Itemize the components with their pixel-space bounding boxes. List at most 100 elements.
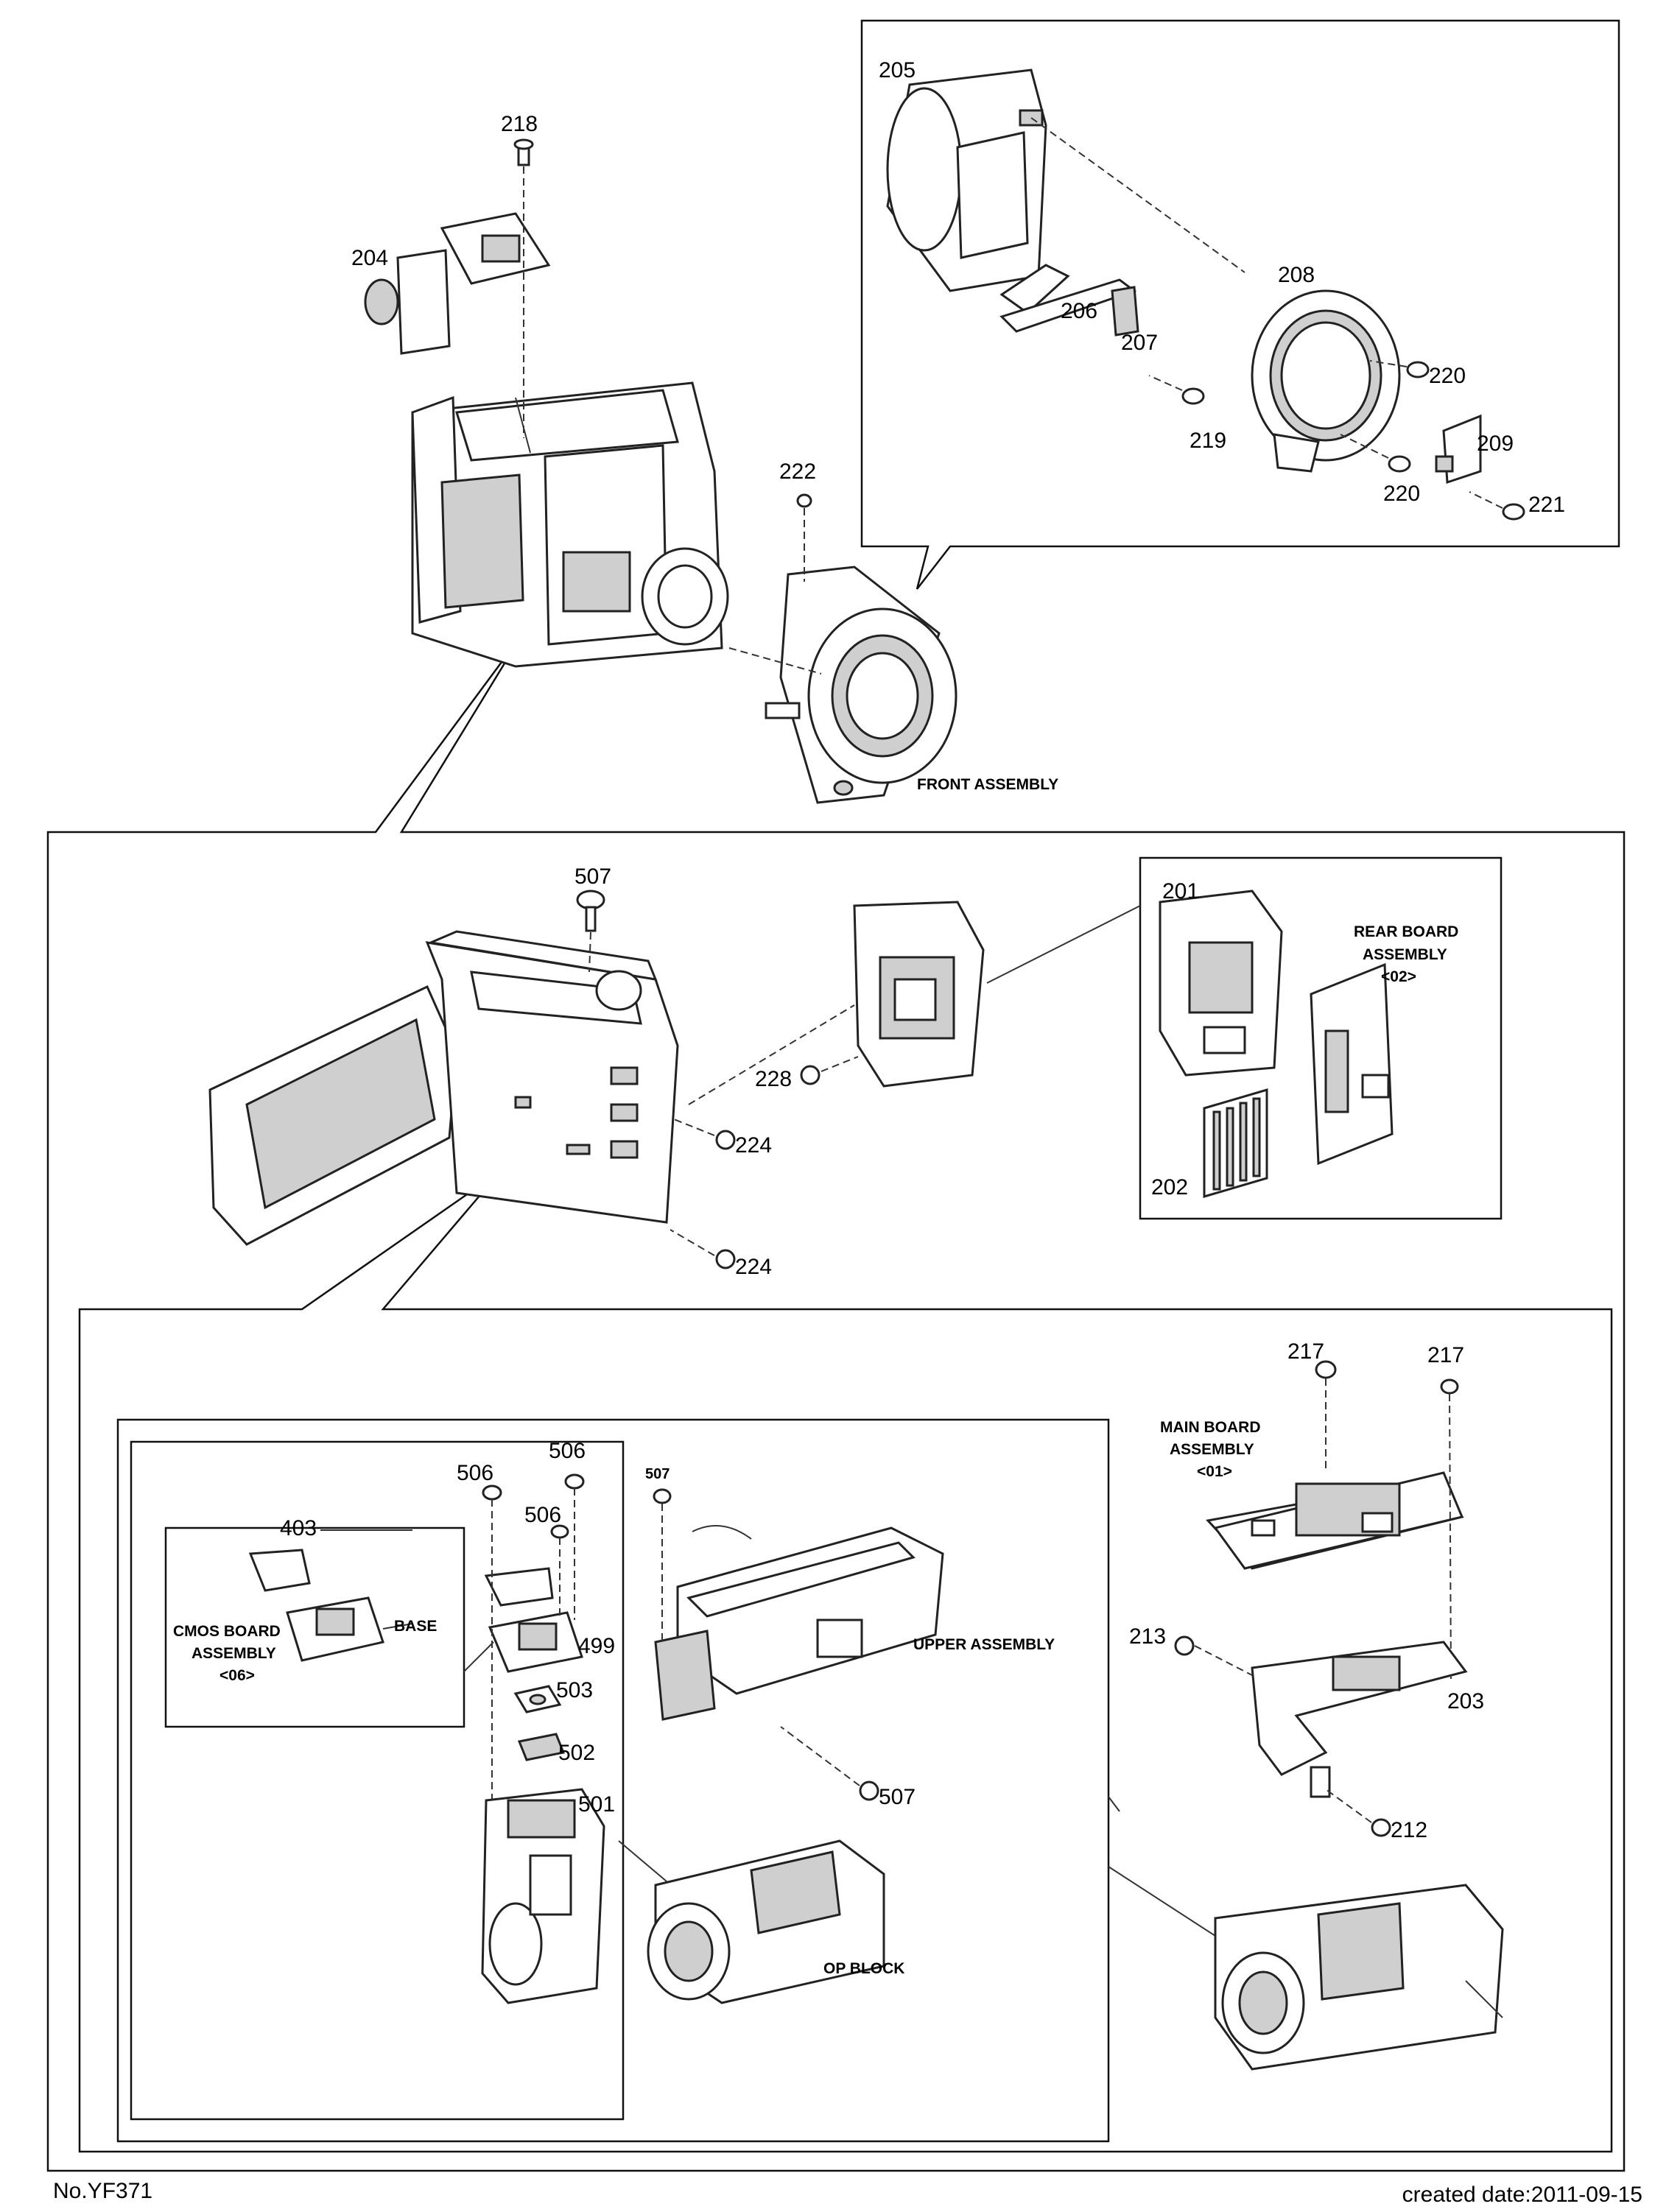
callout-209: 209 — [1477, 432, 1514, 456]
callout-205: 205 — [879, 58, 916, 82]
screw-507-upper — [653, 1488, 672, 1642]
callout-224-upper: 224 — [735, 1133, 772, 1158]
op-block-full-unit — [1214, 1884, 1504, 2071]
screw-213 — [1174, 1635, 1253, 1676]
screw-220-upper — [1369, 360, 1430, 378]
callout-507-lower: 507 — [879, 1785, 916, 1809]
callout-218: 218 — [501, 112, 538, 136]
caption-cmos-line1: CMOS BOARD — [173, 1623, 281, 1640]
callout-506-right: 506 — [549, 1439, 586, 1463]
gasket-503 — [513, 1685, 562, 1713]
caption-base: BASE — [394, 1618, 437, 1635]
lower-section-frame — [78, 1169, 1613, 2153]
callout-206: 206 — [1061, 299, 1097, 323]
filter-502 — [517, 1733, 566, 1761]
front-assembly-detail-frame — [860, 19, 1620, 590]
callout-204: 204 — [351, 246, 388, 270]
callout-499: 499 — [578, 1634, 615, 1658]
rear-unit-leader — [688, 1004, 855, 1105]
callout-403: 403 — [280, 1516, 317, 1540]
main-board-to-block-leader — [1108, 1796, 1120, 1812]
screw-228 — [800, 1056, 859, 1085]
lens-ring-208 — [1251, 289, 1401, 473]
rear-frame-201 — [1159, 890, 1283, 1077]
front-cover-205 — [886, 68, 1047, 292]
screw-217-left — [1315, 1360, 1337, 1473]
screw-224-upper — [673, 1119, 736, 1150]
callout-507-mid: 507 — [574, 864, 611, 889]
cmos-board-06 — [248, 1549, 384, 1662]
op-block-leader — [618, 1840, 667, 1882]
caption-front-assembly: FRONT ASSEMBLY — [917, 776, 1058, 793]
callout-213: 213 — [1129, 1624, 1166, 1649]
callout-219: 219 — [1190, 429, 1226, 453]
cmos-board-499 — [484, 1567, 583, 1673]
callout-203: 203 — [1447, 1689, 1484, 1713]
callout-207: 207 — [1121, 331, 1158, 355]
callout-208: 208 — [1278, 263, 1315, 287]
rear-unit-part — [853, 901, 985, 1088]
caption-cmos-line3: <06> — [219, 1667, 255, 1684]
caption-cmos-line2: ASSEMBLY — [191, 1645, 276, 1662]
callout-202: 202 — [1151, 1175, 1188, 1200]
flex-cable-202 — [1203, 1088, 1268, 1199]
callout-220-lower: 220 — [1383, 482, 1420, 506]
caption-main-board-line1: MAIN BOARD — [1160, 1419, 1261, 1436]
cmos-board-detail-frame — [164, 1526, 465, 1728]
callout-502: 502 — [558, 1741, 595, 1765]
middle-section-frame — [46, 633, 1626, 2172]
caption-main-board-line3: <01> — [1197, 1463, 1232, 1480]
cmos-detail-outer-frame — [130, 1440, 625, 2121]
caption-rear-board-line2: ASSEMBLY — [1363, 946, 1447, 963]
screw-224-lower — [670, 1229, 736, 1269]
screw-212 — [1325, 1789, 1391, 1837]
callout-221: 221 — [1528, 493, 1565, 517]
caption-rear-board-line3: <02> — [1381, 968, 1416, 985]
camera-body-lcd-open — [208, 930, 679, 1246]
camera-body-top — [411, 381, 729, 668]
leader-base — [382, 1623, 413, 1630]
callout-222: 222 — [779, 459, 816, 484]
screw-219 — [1148, 375, 1205, 405]
callout-217-right: 217 — [1427, 1343, 1464, 1367]
callout-201: 201 — [1162, 879, 1199, 904]
upper-assembly — [654, 1525, 944, 1721]
op-block-section-frame — [116, 1418, 1110, 2143]
screw-220-lower — [1340, 434, 1411, 473]
screws-506 — [482, 1473, 585, 1907]
lens-block-501 — [481, 1788, 605, 2004]
screw-217-right — [1440, 1378, 1459, 1680]
screw-221 — [1469, 491, 1525, 521]
caption-op-block: OP BLOCK — [823, 1960, 904, 1977]
callout-503: 503 — [556, 1678, 593, 1702]
bracket-plate-203 — [1251, 1641, 1468, 1798]
footer-created-date: created date:2011-09-15 — [1402, 2183, 1642, 2207]
callout-212: 212 — [1391, 1818, 1427, 1842]
callout-224-lower: 224 — [735, 1255, 772, 1279]
rear-board-pcb — [1310, 962, 1394, 1166]
screw-507-mid — [576, 890, 605, 973]
callout-506-mid: 506 — [524, 1503, 561, 1527]
rear-board-callout-leader — [986, 905, 1141, 984]
cmos-leader — [463, 1641, 494, 1672]
callout-228: 228 — [755, 1067, 792, 1091]
callout-217-left: 217 — [1287, 1339, 1324, 1364]
footer-doc-number: No.YF371 — [53, 2179, 152, 2203]
caption-main-board-line2: ASSEMBLY — [1170, 1441, 1254, 1458]
callout-506-left: 506 — [457, 1461, 493, 1485]
callout-220-upper: 220 — [1429, 364, 1466, 388]
screw-222 — [796, 493, 812, 582]
callout-501: 501 — [578, 1792, 615, 1817]
parts-206-207 — [999, 117, 1245, 337]
caption-upper-assembly: UPPER ASSEMBLY — [913, 1636, 1055, 1653]
caption-rear-board-line1: REAR BOARD — [1354, 923, 1458, 940]
screw-507-lower — [780, 1726, 879, 1801]
op-block — [647, 1839, 885, 2004]
front-assembly-part — [765, 566, 957, 804]
screw-218 — [513, 138, 534, 438]
bracket-209 — [1435, 414, 1482, 485]
callout-507-upper: 507 — [645, 1466, 670, 1482]
top-control-unit-204 — [364, 212, 551, 355]
main-board-01 — [1206, 1471, 1464, 1570]
